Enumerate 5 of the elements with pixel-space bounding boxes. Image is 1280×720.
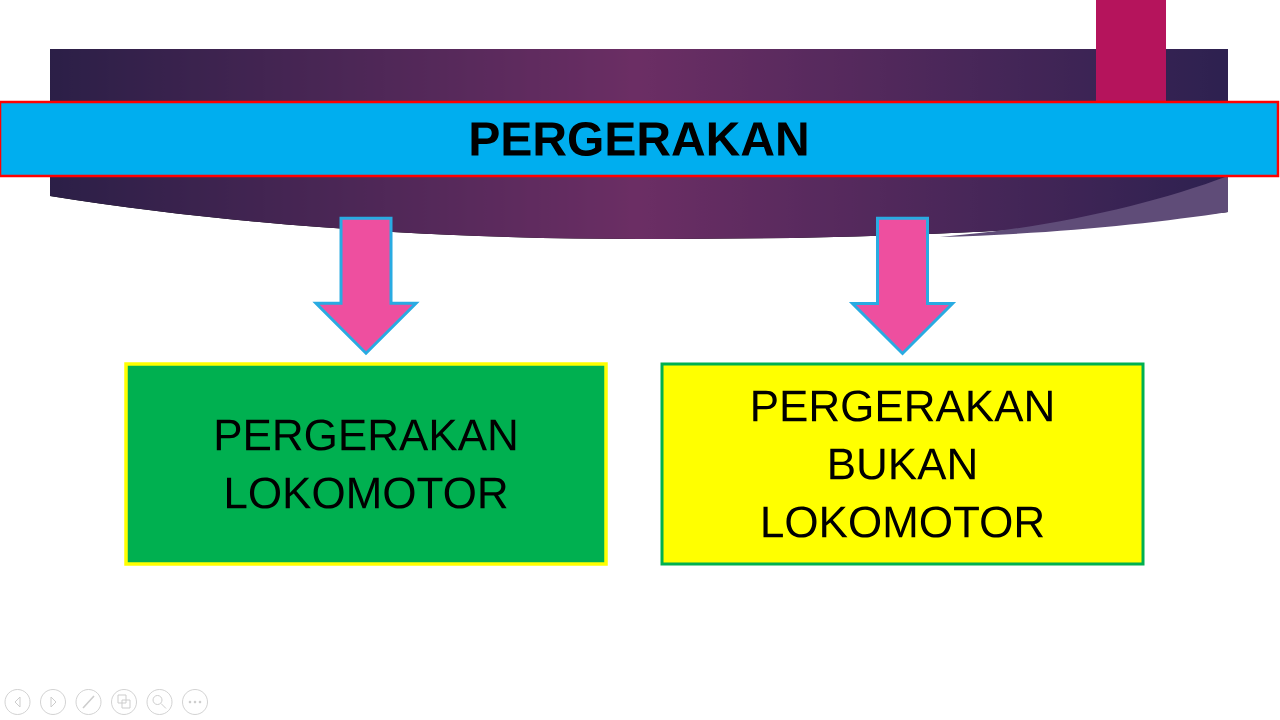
category-box: PERGERAKAN BUKAN LOKOMOTOR: [660, 362, 1145, 566]
block-arrow: [848, 216, 957, 356]
category-box: PERGERAKAN LOKOMOTOR: [124, 362, 608, 566]
title-band: PERGERAKAN: [0, 100, 1280, 178]
block-arrow: [312, 216, 420, 356]
